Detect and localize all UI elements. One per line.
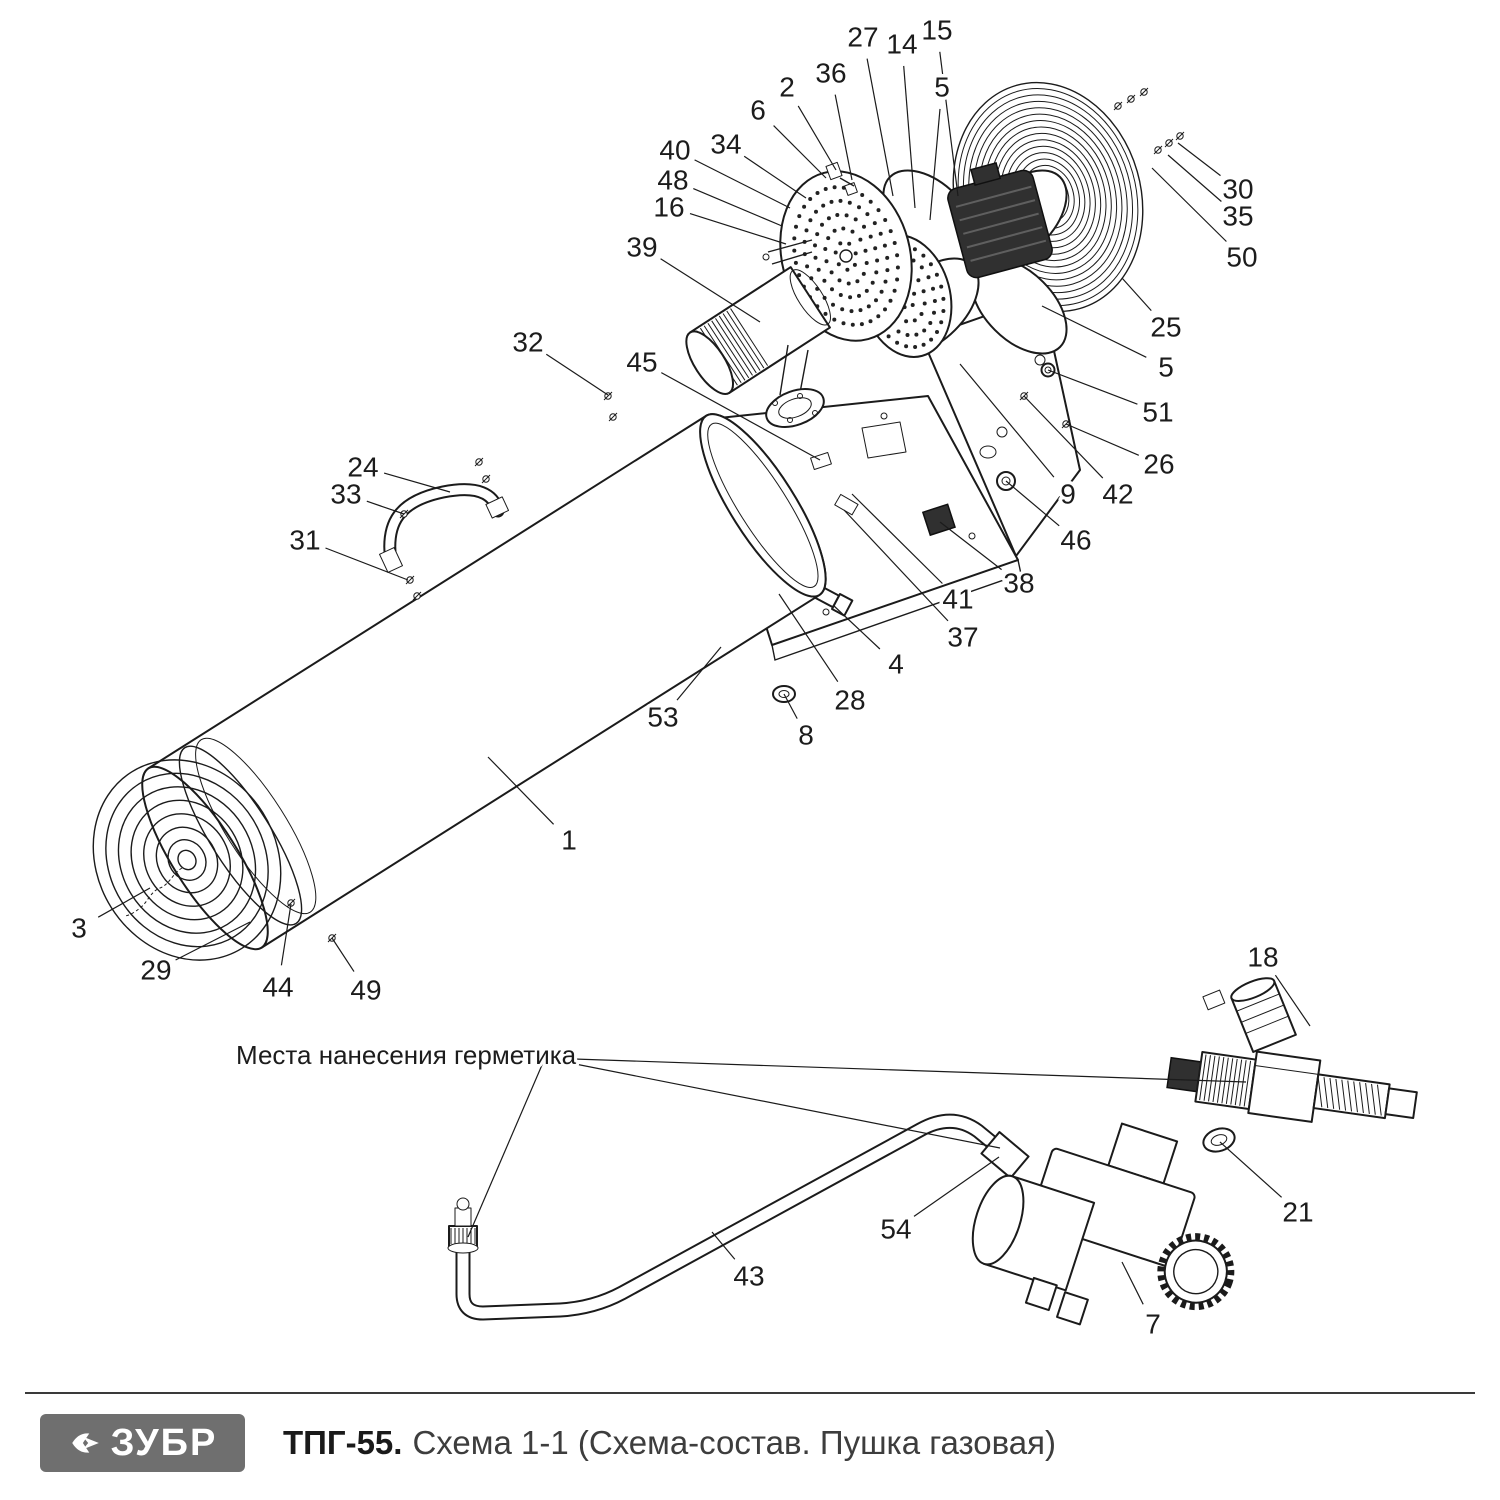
brand-name: ЗУБР — [110, 1422, 218, 1464]
callout-15: 15 — [921, 15, 952, 46]
footer-divider — [25, 1392, 1475, 1394]
scheme-title: Схема 1-1 (Схема-состав. Пушка газовая) — [412, 1424, 1057, 1461]
callout-18: 18 — [1247, 942, 1278, 973]
callout-44: 44 — [262, 972, 293, 1003]
callout-21: 21 — [1282, 1197, 1313, 1228]
callout-24: 24 — [347, 452, 378, 483]
callout-35: 35 — [1222, 201, 1253, 232]
union-nut-54 — [980, 1131, 1030, 1179]
callout-50: 50 — [1226, 242, 1257, 273]
carry-handle — [379, 483, 510, 573]
callout-28: 28 — [834, 685, 865, 716]
ignition-electrode — [762, 161, 858, 265]
sealant-annotation-group: Места нанесения герметика — [233, 1037, 1247, 1238]
callout-34: 34 — [710, 129, 741, 160]
callout-3: 3 — [71, 913, 87, 944]
footer: ЗУБР ТПГ-55.Схема 1-1 (Схема-состав. Пуш… — [40, 1414, 1460, 1472]
callout-31: 31 — [289, 525, 320, 556]
callout-43: 43 — [733, 1261, 764, 1292]
callout-54: 54 — [880, 1214, 911, 1245]
callout-32: 32 — [512, 327, 543, 358]
venturi-flange — [765, 388, 825, 428]
zubr-logo: ЗУБР — [40, 1414, 245, 1472]
callout-1: 1 — [561, 825, 577, 856]
zubr-logo-icon — [71, 1433, 99, 1453]
callout-48: 48 — [657, 165, 688, 196]
model-number: ТПГ-55. — [283, 1424, 403, 1461]
callout-39: 39 — [626, 232, 657, 263]
callout-51: 51 — [1142, 397, 1173, 428]
gas-valve-assembly — [1166, 1050, 1418, 1123]
callout-6: 6 — [750, 95, 766, 126]
callout-49: 49 — [350, 975, 381, 1006]
callout-38: 38 — [1003, 568, 1034, 599]
callout-37: 37 — [947, 622, 978, 653]
hose-connector — [1202, 977, 1297, 1053]
callout-14: 14 — [886, 29, 917, 60]
diagram-caption: ТПГ-55.Схема 1-1 (Схема-состав. Пушка га… — [283, 1424, 1056, 1462]
callout-4: 4 — [888, 649, 904, 680]
callout-25: 25 — [1150, 312, 1181, 343]
solenoid-valve — [971, 1122, 1235, 1326]
callout-33: 33 — [330, 479, 361, 510]
callout-27: 27 — [847, 22, 878, 53]
pipe-inlet-fitting — [447, 1197, 479, 1254]
callout-2: 2 — [779, 72, 795, 103]
burner-tube — [685, 266, 831, 395]
gas-pipe — [455, 1113, 1005, 1321]
front-grille — [92, 759, 282, 961]
motor — [947, 162, 1053, 279]
callout-42: 42 — [1102, 479, 1133, 510]
callout-46: 46 — [1060, 525, 1091, 556]
callout-5: 5 — [1158, 352, 1174, 383]
bracket-small — [810, 452, 832, 470]
callout-45: 45 — [626, 347, 657, 378]
burner-disc-front — [779, 170, 913, 342]
callout-36: 36 — [815, 58, 846, 89]
sealant-annotation: Места нанесения герметика — [236, 1040, 577, 1070]
callout-53: 53 — [647, 702, 678, 733]
callout-7: 7 — [1145, 1309, 1161, 1340]
callout-16: 16 — [653, 192, 684, 223]
callout-8: 8 — [798, 720, 814, 751]
callout-40: 40 — [659, 135, 690, 166]
heater-barrel — [141, 413, 827, 951]
callout-30: 30 — [1222, 174, 1253, 205]
fitting-small — [834, 493, 859, 516]
callout-5: 5 — [934, 72, 950, 103]
callout-29: 29 — [140, 955, 171, 986]
callout-9: 9 — [1060, 479, 1076, 510]
callout-26: 26 — [1143, 449, 1174, 480]
callout-41: 41 — [942, 584, 973, 615]
washer-21 — [1202, 1127, 1236, 1153]
